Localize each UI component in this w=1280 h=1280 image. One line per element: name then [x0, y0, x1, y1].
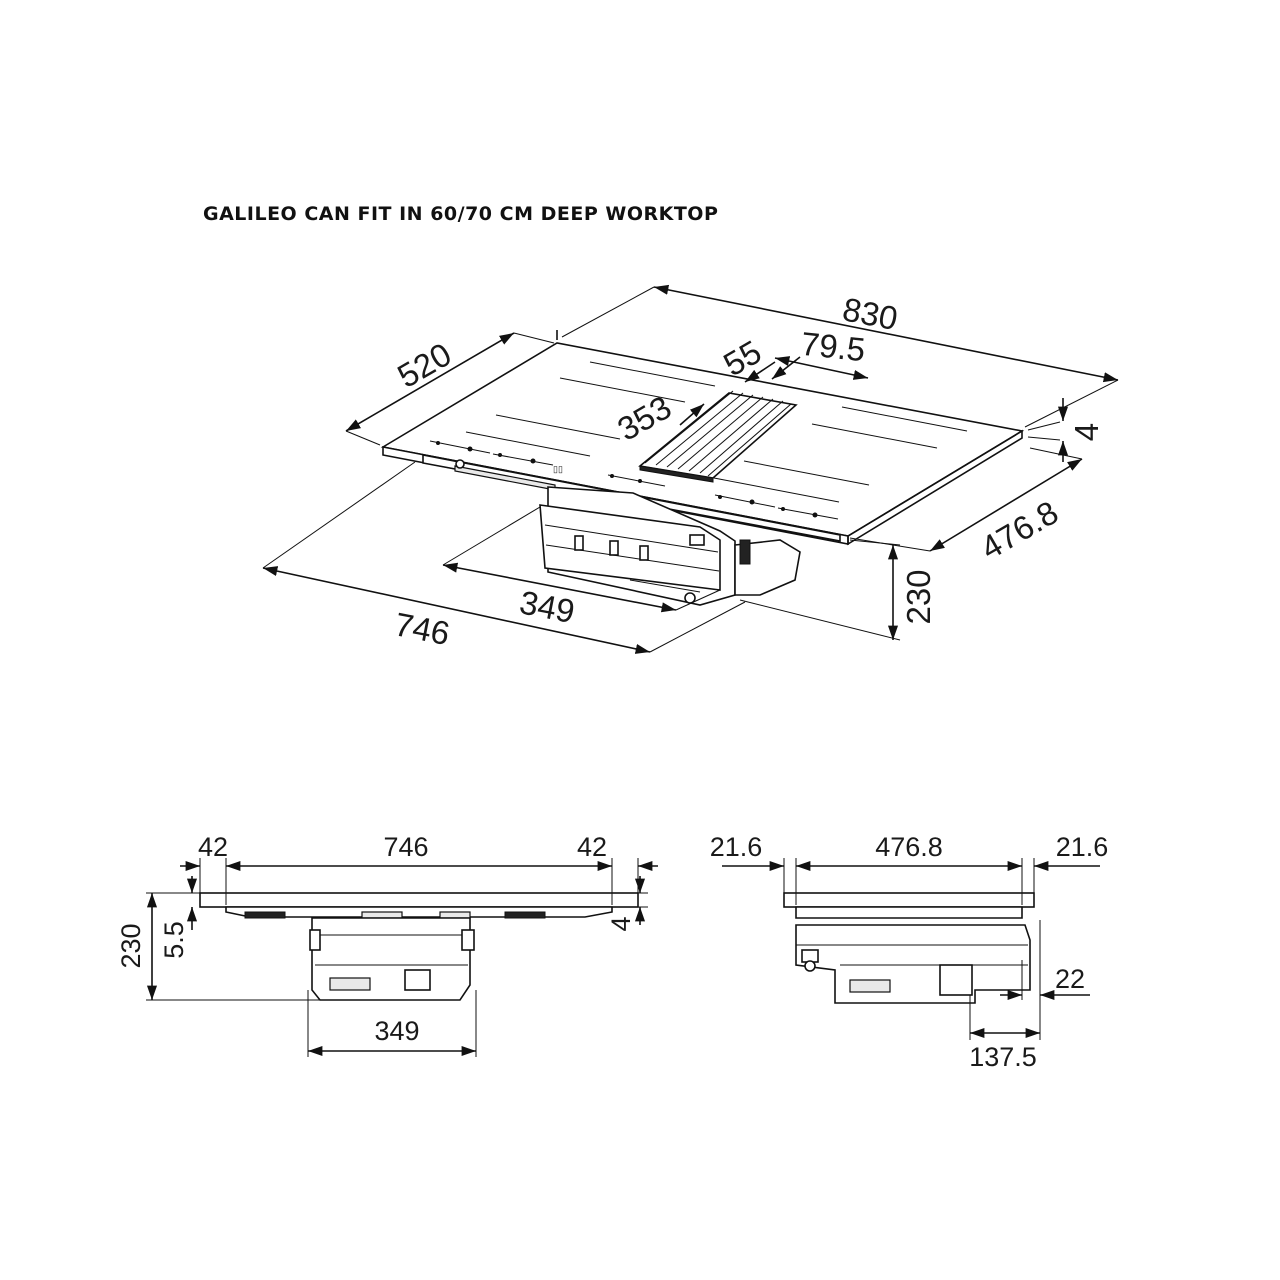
front-dim-4: 4 [606, 916, 636, 931]
side-dim-21-6-right: 21.6 [1056, 832, 1109, 862]
front-dim-42-left: 42 [198, 832, 228, 862]
front-dim-42-right: 42 [577, 832, 607, 862]
diagram-title: GALILEO CAN FIT IN 60/70 CM DEEP WORKTOP [203, 203, 719, 225]
front-dim-5-5: 5.5 [159, 921, 189, 959]
front-view: 42 746 42 230 5.5 4 349 [116, 832, 658, 1057]
iso-dim-79-5: 79.5 [799, 325, 867, 369]
front-dim-746: 746 [383, 832, 428, 862]
iso-dim-746: 746 [392, 605, 453, 652]
side-motor-unit [795, 924, 1031, 1004]
iso-dim-4: 4 [1068, 423, 1105, 441]
iso-dim-520: 520 [391, 335, 457, 395]
side-glass [783, 892, 1035, 908]
control-panel-icons: ▯▯ [429, 440, 839, 520]
side-dim-21-6-left: 21.6 [710, 832, 763, 862]
isometric-view: ▯▯ [262, 284, 1119, 654]
front-dim-349: 349 [374, 1016, 419, 1046]
iso-dim-349: 349 [517, 583, 578, 630]
cooking-zone-marks [465, 361, 968, 503]
front-glass [199, 892, 639, 908]
front-motor-unit [309, 917, 475, 1001]
svg-text:▯▯: ▯▯ [553, 464, 563, 474]
iso-dim-476-8: 476.8 [974, 493, 1064, 566]
side-dim-22: 22 [1055, 964, 1085, 994]
front-dim-230: 230 [116, 923, 146, 968]
side-dim-137-5: 137.5 [969, 1042, 1037, 1072]
side-dim-476-8: 476.8 [875, 832, 943, 862]
central-vent-grille [638, 390, 798, 483]
side-view: 21.6 476.8 21.6 22 137.5 [710, 832, 1109, 1072]
iso-dim-230: 230 [900, 569, 937, 624]
